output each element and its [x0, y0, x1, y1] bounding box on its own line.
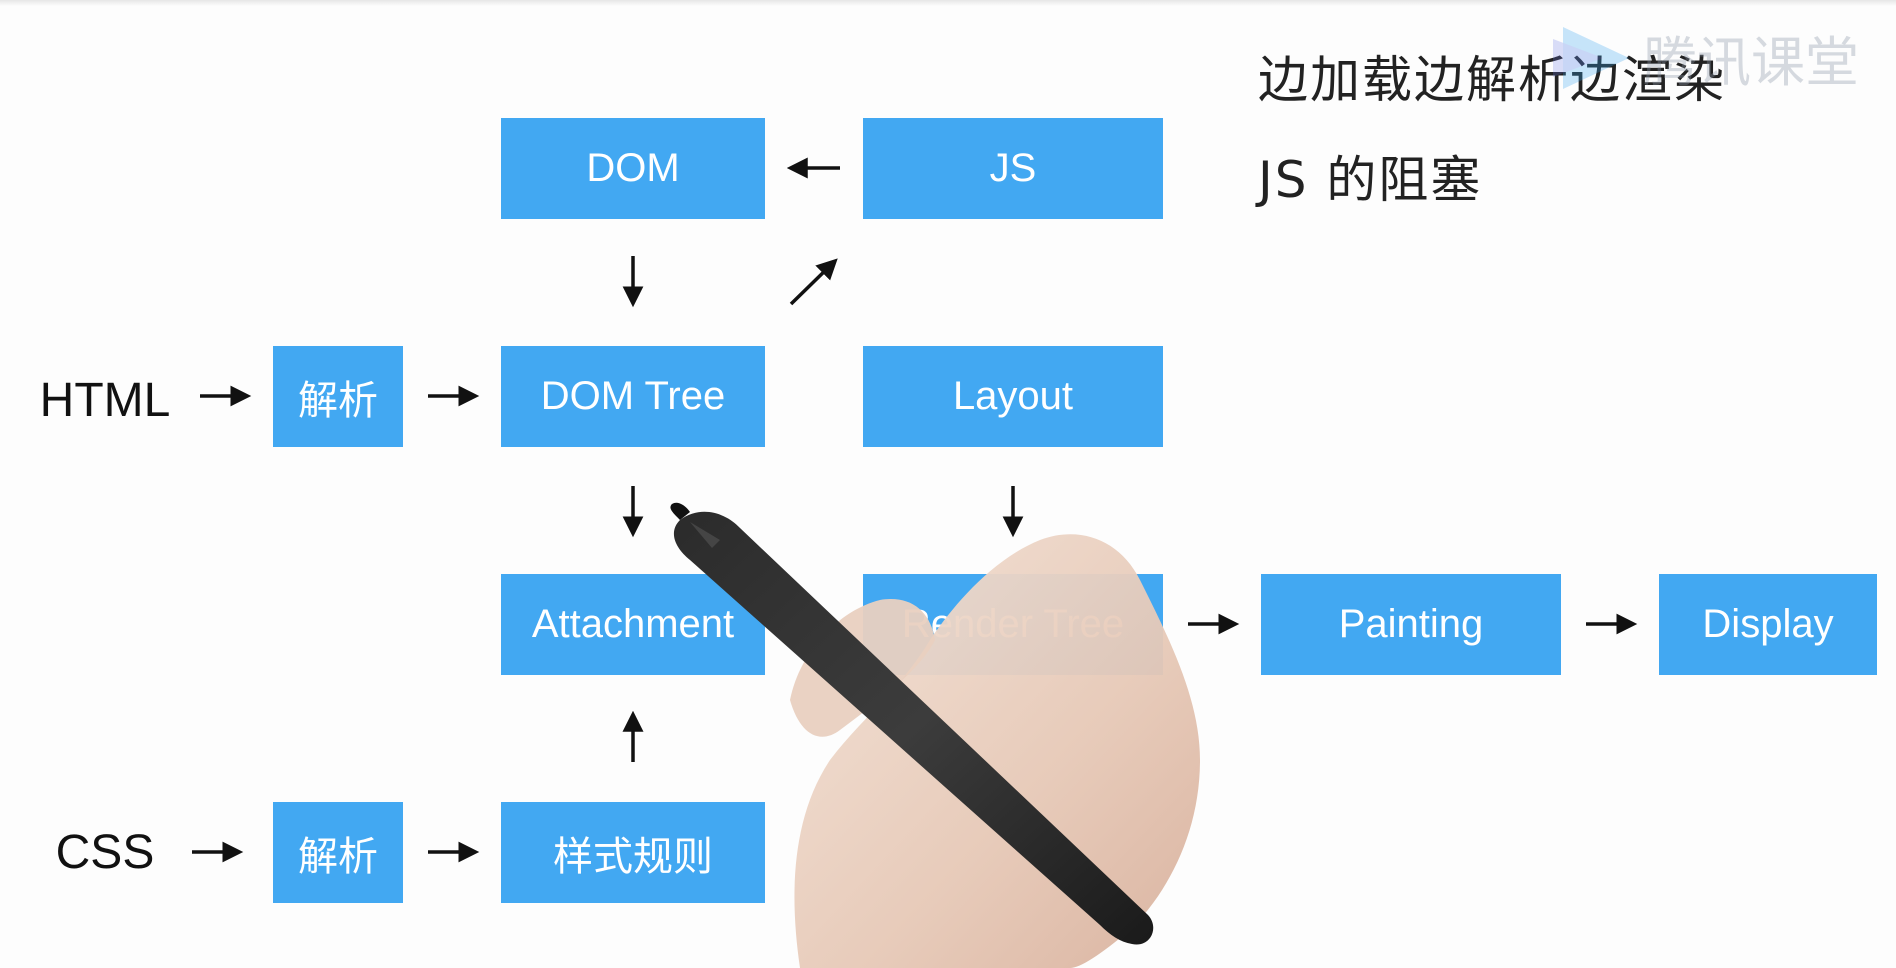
layout-box: Layout — [863, 346, 1163, 447]
painting-box: Painting — [1261, 574, 1561, 675]
arrow-domtree-to-js — [789, 258, 838, 306]
dom-box: DOM — [501, 118, 765, 219]
css-input-label: CSS — [55, 825, 155, 879]
js-box: JS — [863, 118, 1163, 219]
dom-tree-box: DOM Tree — [501, 346, 765, 447]
parse-html-box: 解析 — [273, 346, 403, 447]
display-box: Display — [1659, 574, 1877, 675]
note-progressive-render: 边加载边解析边渲染 — [1258, 51, 1726, 109]
watermark: 腾讯课堂 — [1545, 18, 1859, 97]
note-js-blocking: JS 的阻塞 — [1258, 151, 1483, 209]
play-logo-icon — [1553, 26, 1629, 89]
parse-css-box: 解析 — [273, 802, 403, 903]
top-edge-shadow — [0, 0, 1896, 6]
html-input-label: HTML — [39, 373, 171, 427]
watermark-text: 腾讯课堂 — [1643, 31, 1859, 94]
